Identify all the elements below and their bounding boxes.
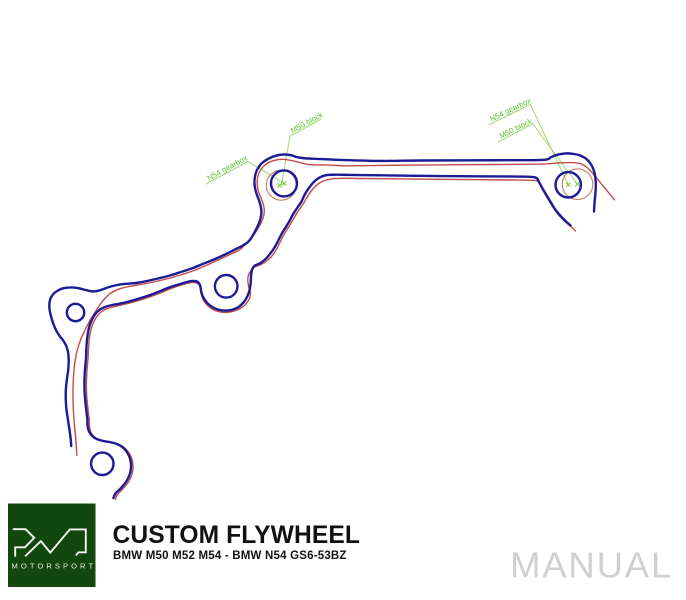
svg-text:N54 gearbox: N54 gearbox xyxy=(206,153,249,183)
svg-text:CUSTOM FLYWHEEL: CUSTOM FLYWHEEL xyxy=(113,522,360,549)
svg-text:MOTORSPORT: MOTORSPORT xyxy=(12,561,97,570)
svg-text:M50 block: M50 block xyxy=(289,110,325,135)
svg-text:BMW M50 M52 M54 - BMW N54 GS6-: BMW M50 M52 M54 - BMW N54 GS6-53BZ xyxy=(113,550,347,562)
svg-text:MANUAL: MANUAL xyxy=(510,545,673,586)
svg-text:M50 block: M50 block xyxy=(498,116,534,140)
